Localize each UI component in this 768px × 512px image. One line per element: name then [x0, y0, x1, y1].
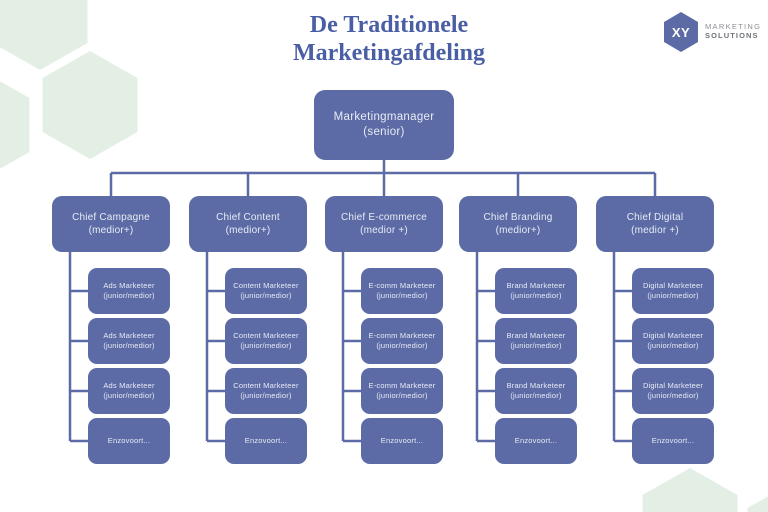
logo-hexagon-icon: XY: [664, 12, 698, 52]
org-node-child: Enzovoort...: [361, 418, 443, 464]
org-node-label: Enzovoort...: [651, 435, 695, 445]
org-node-sublabel: (junior/medior): [510, 291, 562, 300]
page-title-line1: De Traditionele: [309, 12, 469, 38]
org-node-label: Marketingmanager: [333, 111, 435, 124]
org-node-root: Marketingmanager (senior): [314, 90, 454, 160]
org-node-child: Ads Marketeer (junior/medior): [88, 368, 170, 414]
org-node-label: Chief Content: [216, 211, 280, 223]
org-node-sublabel: (junior/medior): [240, 291, 292, 300]
column-connector: [68, 251, 90, 443]
org-node-child: Digital Marketeer (junior/medior): [632, 268, 714, 314]
org-node-sublabel: (junior/medior): [240, 391, 292, 400]
org-node-sublabel: (junior/medior): [240, 341, 292, 350]
org-node-chief-digital: Chief Digital (medior +): [596, 196, 714, 252]
org-node-sublabel: (junior/medior): [376, 391, 428, 400]
org-node-label: Enzovoort...: [244, 435, 288, 445]
org-node-child: E-comm Marketeer (junior/medior): [361, 368, 443, 414]
logo-wordmark-line2: SOLUTIONS: [705, 31, 759, 40]
org-node-sublabel: (junior/medior): [647, 391, 699, 400]
org-node-label: Content Marketeer: [233, 380, 299, 390]
org-node-child: E-comm Marketeer (junior/medior): [361, 268, 443, 314]
root-to-chiefs-connector: [109, 158, 657, 197]
org-node-child: Ads Marketeer (junior/medior): [88, 318, 170, 364]
org-node-label: Chief Campagne: [72, 211, 150, 223]
org-node-sublabel: (medior+): [225, 225, 271, 236]
org-node-sublabel: (medior+): [495, 225, 541, 236]
company-logo: XY MARKETING SOLUTIONS: [664, 12, 761, 52]
org-node-label: Content Marketeer: [233, 330, 299, 340]
org-node-child: Enzovoort...: [495, 418, 577, 464]
page-title-line2: Marketingafdeling: [293, 39, 485, 66]
org-node-label: Chief E-commerce: [341, 211, 427, 223]
org-node-sublabel: (junior/medior): [510, 341, 562, 350]
org-node-sublabel: (junior/medior): [103, 391, 155, 400]
org-node-child: Brand Marketeer (junior/medior): [495, 318, 577, 364]
logo-wordmark-line1: MARKETING: [705, 22, 762, 32]
org-node-sublabel: (medior +): [631, 225, 679, 236]
org-node-chief-campagne: Chief Campagne (medior+): [52, 196, 170, 252]
org-node-label: Brand Marketeer: [506, 280, 566, 290]
column-connector: [612, 251, 634, 443]
org-node-label: Chief Digital: [626, 211, 684, 223]
org-node-child: Enzovoort...: [88, 418, 170, 464]
org-node-sublabel: (junior/medior): [376, 341, 428, 350]
org-node-label: Digital Marketeer: [642, 280, 704, 290]
column-connector: [341, 251, 363, 443]
logo-monogram: XY: [671, 24, 691, 40]
org-node-sublabel: (junior/medior): [103, 341, 155, 350]
org-node-child: E-comm Marketeer (junior/medior): [361, 318, 443, 364]
org-node-child: Digital Marketeer (junior/medior): [632, 368, 714, 414]
org-node-sublabel: (junior/medior): [376, 291, 428, 300]
org-node-sublabel: (senior): [363, 126, 405, 138]
org-node-sublabel: (junior/medior): [647, 341, 699, 350]
org-node-label: Enzovoort...: [380, 435, 424, 445]
org-node-child: Brand Marketeer (junior/medior): [495, 268, 577, 314]
org-node-label: Enzovoort...: [514, 435, 558, 445]
page-title: De Traditionele Marketingafdeling: [224, 12, 554, 67]
org-node-label: Ads Marketeer: [103, 280, 155, 290]
org-node-label: Brand Marketeer: [506, 330, 566, 340]
org-node-child: Content Marketeer (junior/medior): [225, 368, 307, 414]
org-node-sublabel: (medior+): [88, 225, 134, 236]
org-node-label: Enzovoort...: [107, 435, 151, 445]
org-node-sublabel: (junior/medior): [647, 291, 699, 300]
org-node-label: E-comm Marketeer: [368, 280, 436, 290]
org-node-label: Ads Marketeer: [103, 330, 155, 340]
org-node-label: Digital Marketeer: [642, 330, 704, 340]
org-node-label: E-comm Marketeer: [368, 330, 436, 340]
org-node-label: Content Marketeer: [233, 280, 299, 290]
org-node-chief-branding: Chief Branding (medior+): [459, 196, 577, 252]
org-node-child: Digital Marketeer (junior/medior): [632, 318, 714, 364]
column-connector: [205, 251, 227, 443]
org-node-label: Brand Marketeer: [506, 380, 566, 390]
org-node-chief-content: Chief Content (medior+): [189, 196, 307, 252]
org-node-label: Digital Marketeer: [642, 380, 704, 390]
org-node-sublabel: (junior/medior): [103, 291, 155, 300]
org-node-sublabel: (junior/medior): [510, 391, 562, 400]
column-connector: [475, 251, 497, 443]
org-node-child: Enzovoort...: [225, 418, 307, 464]
org-node-label: E-comm Marketeer: [368, 380, 436, 390]
org-node-child: Ads Marketeer (junior/medior): [88, 268, 170, 314]
org-node-label: Chief Branding: [483, 211, 553, 223]
org-node-chief-ecommerce: Chief E-commerce (medior +): [325, 196, 443, 252]
org-node-child: Enzovoort...: [632, 418, 714, 464]
org-node-label: Ads Marketeer: [103, 380, 155, 390]
org-node-child: Content Marketeer (junior/medior): [225, 268, 307, 314]
org-node-child: Brand Marketeer (junior/medior): [495, 368, 577, 414]
logo-wordmark: MARKETING SOLUTIONS: [705, 23, 761, 40]
org-node-child: Content Marketeer (junior/medior): [225, 318, 307, 364]
org-node-sublabel: (medior +): [360, 225, 408, 236]
